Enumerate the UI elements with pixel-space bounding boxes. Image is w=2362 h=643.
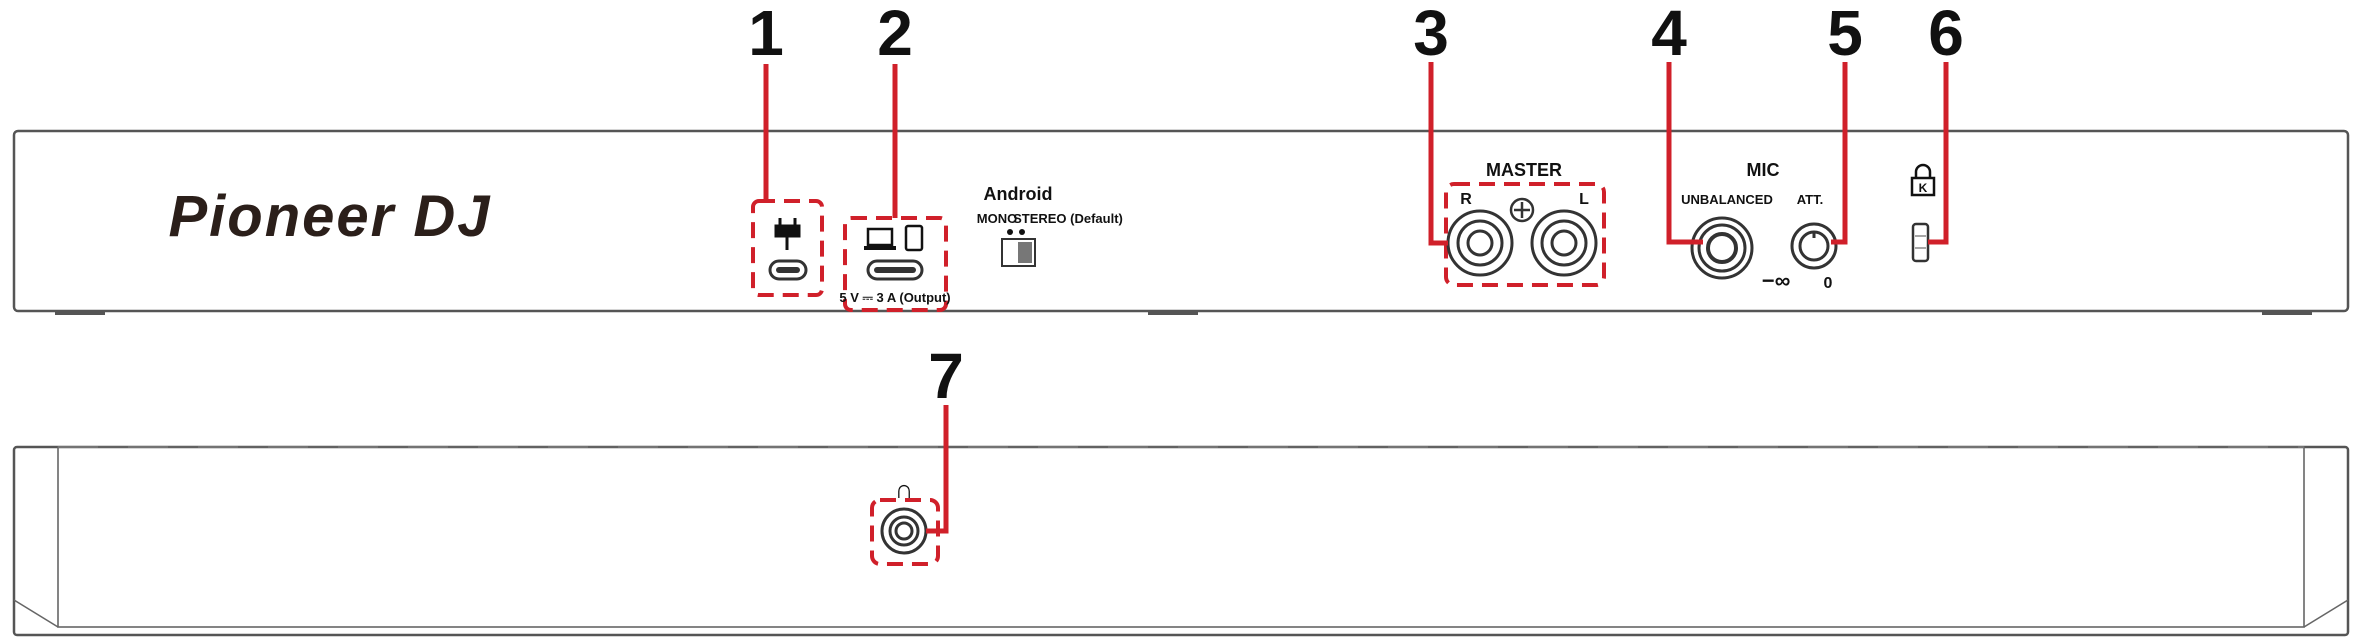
headphones-jack <box>880 507 928 555</box>
master-l-label: L <box>1579 191 1589 208</box>
callout-numbers: 1 2 3 4 5 6 7 <box>748 0 1964 412</box>
tablet-icon <box>904 224 924 252</box>
callout-2: 2 <box>877 0 913 69</box>
callout-box-1 <box>751 199 824 297</box>
headphones-icon: ∩ <box>895 474 914 504</box>
switch-stereo-label: STEREO (Default) <box>1013 211 1123 226</box>
callout-leaders <box>763 62 1949 534</box>
callout-7: 7 <box>928 340 964 412</box>
pioneer-dj-logo: Pioneer DJ <box>169 184 492 249</box>
callout-6: 6 <box>1928 0 1964 69</box>
callout-3: 3 <box>1413 0 1449 69</box>
usb-output-label: 5 V ⎓ 3 A (Output) <box>839 290 950 305</box>
rear-panel: Pioneer DJ 5 V ⎓ 3 A (Output) Android MO… <box>12 129 2350 315</box>
android-label: Android <box>984 184 1053 204</box>
mic-input-jack <box>1690 216 1754 280</box>
android-mode-switch <box>1001 238 1036 267</box>
master-l-rca-jack <box>1530 209 1598 277</box>
mic-label: MIC <box>1747 160 1780 180</box>
laptop-icon <box>864 227 896 250</box>
front-panel: ∩ <box>12 445 2350 637</box>
master-r-label: R <box>1460 191 1472 208</box>
callout-box-2 <box>843 216 948 312</box>
switch-mono-label: MONO <box>977 211 1017 226</box>
kensington-lock-icon: K <box>1910 163 1936 197</box>
mic-att-knob <box>1790 222 1838 270</box>
callout-1: 1 <box>748 0 784 69</box>
security-slot <box>1911 222 1930 263</box>
callout-5: 5 <box>1827 0 1863 69</box>
att-max-label: 0 <box>1824 275 1833 292</box>
power-plug-icon <box>774 218 801 250</box>
mic-att-label: ATT. <box>1797 192 1823 207</box>
ground-screw <box>1509 197 1535 223</box>
callout-4: 4 <box>1651 0 1687 69</box>
master-r-rca-jack <box>1446 209 1514 277</box>
master-label: MASTER <box>1486 160 1562 180</box>
att-min-label: −∞ <box>1762 268 1791 293</box>
svg-text:K: K <box>1919 181 1928 195</box>
mic-unbalanced-label: UNBALANCED <box>1681 192 1773 207</box>
